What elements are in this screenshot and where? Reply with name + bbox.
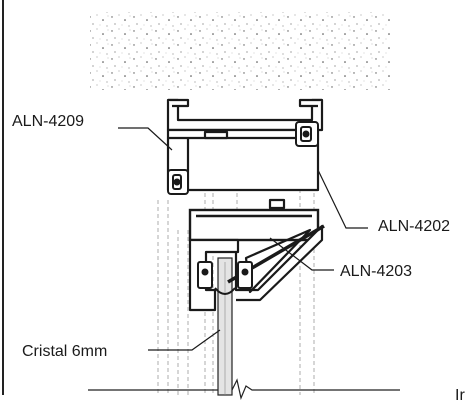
- leader-lines: [118, 127, 368, 351]
- clip-left: [167, 169, 189, 195]
- ground-line: [88, 378, 400, 400]
- label-aln-4203: ALN-4203: [340, 263, 412, 280]
- label-aln-4202: ALN-4202: [378, 218, 450, 235]
- label-cristal: Cristal 6mm: [22, 343, 107, 360]
- glazing-beads: [197, 261, 253, 295]
- ceiling-concrete: [90, 12, 390, 90]
- clip-right: [295, 121, 319, 147]
- label-aln-4209: ALN-4209: [12, 113, 84, 130]
- label-corner: Ir: [455, 387, 465, 404]
- profile-main-frame: [166, 128, 320, 210]
